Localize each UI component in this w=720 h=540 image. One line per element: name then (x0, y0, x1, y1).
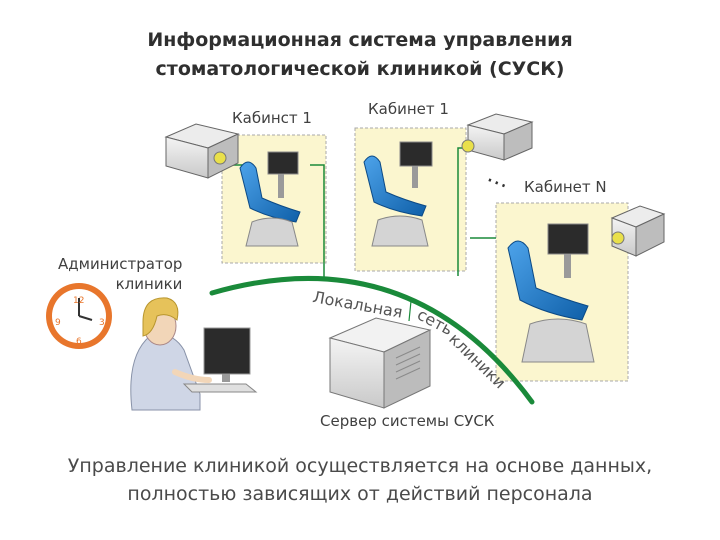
network-label-divider (408, 300, 412, 322)
label-administrator-line-1: Администратор (58, 255, 183, 273)
label-administrator: Администратор клиники (58, 254, 182, 294)
cabinet-ellipsis: … (484, 162, 514, 193)
computer-unit-cabinet-1a (164, 123, 240, 179)
server-unit (328, 317, 432, 409)
footer-line-1: Управление клиникой осуществляется на ос… (67, 455, 653, 477)
administrator-figure (130, 297, 212, 411)
admin-workstation (182, 327, 258, 393)
clock-number-9: 9 (55, 318, 61, 328)
title-line-2: стоматологической клиникой (СУСК) (155, 58, 565, 80)
dental-chair-cabinet-n (507, 223, 595, 363)
label-cabinet-n: Кабинет N (524, 178, 607, 196)
dental-chair-cabinet-1a (239, 151, 301, 247)
footer-caption: Управление клиникой осуществляется на ос… (0, 452, 720, 508)
page-title: Информационная система управления стомат… (0, 26, 720, 84)
label-cabinet-1b: Кабинет 1 (368, 100, 449, 118)
label-administrator-line-2: клиники (115, 275, 183, 293)
dental-chair-cabinet-1b (363, 141, 433, 247)
computer-unit-cabinet-n (610, 205, 666, 257)
title-line-1: Информационная система управления (147, 29, 573, 51)
footer-line-2: полностью зависящих от действий персонал… (127, 483, 593, 505)
clock-icon: 12 3 6 9 (46, 283, 112, 349)
label-server: Сервер системы СУСК (320, 412, 495, 430)
clock-number-12: 12 (73, 296, 84, 306)
local-network-arc (209, 275, 535, 405)
clock-number-6: 6 (76, 337, 82, 347)
clock-number-3: 3 (99, 318, 105, 328)
computer-unit-cabinet-1b (461, 113, 534, 161)
label-cabinet-1a: Кабинст 1 (232, 109, 312, 127)
